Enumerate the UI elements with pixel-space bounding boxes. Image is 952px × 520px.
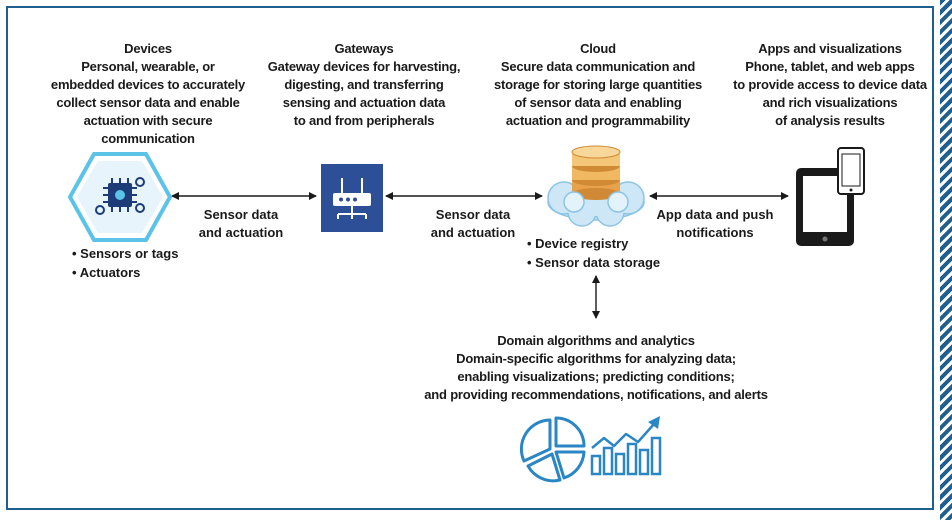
- analytics-title: Domain algorithms and analytics: [497, 333, 695, 348]
- apps-title: Apps and visualizations: [758, 41, 902, 56]
- devices-title: Devices: [124, 41, 172, 56]
- chip-icon: [67, 152, 173, 242]
- label-devices-gateways: Sensor data and actuation: [198, 207, 284, 240]
- router-icon: [321, 164, 383, 232]
- diagram-frame: [6, 6, 934, 510]
- analytics-desc: Domain-specific algorithms for analyzing…: [424, 351, 768, 402]
- label-gateways-cloud: Sensor data and actuation: [430, 207, 516, 240]
- list-item: Device registry: [527, 234, 660, 253]
- apps-desc: Phone, tablet, and web apps to provide a…: [733, 59, 927, 128]
- pie-chart-icon: [519, 416, 586, 483]
- device-bullets: Sensors or tags Actuators: [72, 244, 179, 282]
- cloud-database-icon: [547, 145, 645, 227]
- cloud-desc: Secure data communication and storage fo…: [493, 59, 703, 128]
- devices-desc: Personal, wearable, or embedded devices …: [50, 59, 246, 146]
- gateways-block: Gateways Gateway devices for harvesting,…: [248, 40, 480, 130]
- apps-block: Apps and visualizations Phone, tablet, a…: [714, 40, 946, 130]
- cloud-title: Cloud: [580, 41, 616, 56]
- devices-block: Devices Personal, wearable, or embedded …: [28, 40, 268, 148]
- side-stripe: [940, 0, 952, 520]
- cloud-block: Cloud Secure data communication and stor…: [478, 40, 718, 130]
- gateways-desc: Gateway devices for harvesting, digestin…: [267, 59, 461, 128]
- label-cloud-apps: App data and push notifications: [656, 207, 774, 240]
- growth-chart-icon: [590, 416, 662, 476]
- list-item: Sensors or tags: [72, 244, 178, 263]
- gateways-title: Gateways: [334, 41, 394, 56]
- analytics-block: Domain algorithms and analytics Domain-s…: [400, 332, 792, 404]
- tablet-phone-icon: [796, 147, 865, 246]
- list-item: Actuators: [72, 263, 178, 282]
- cloud-bullets: Device registry Sensor data storage: [527, 234, 660, 272]
- list-item: Sensor data storage: [527, 253, 660, 272]
